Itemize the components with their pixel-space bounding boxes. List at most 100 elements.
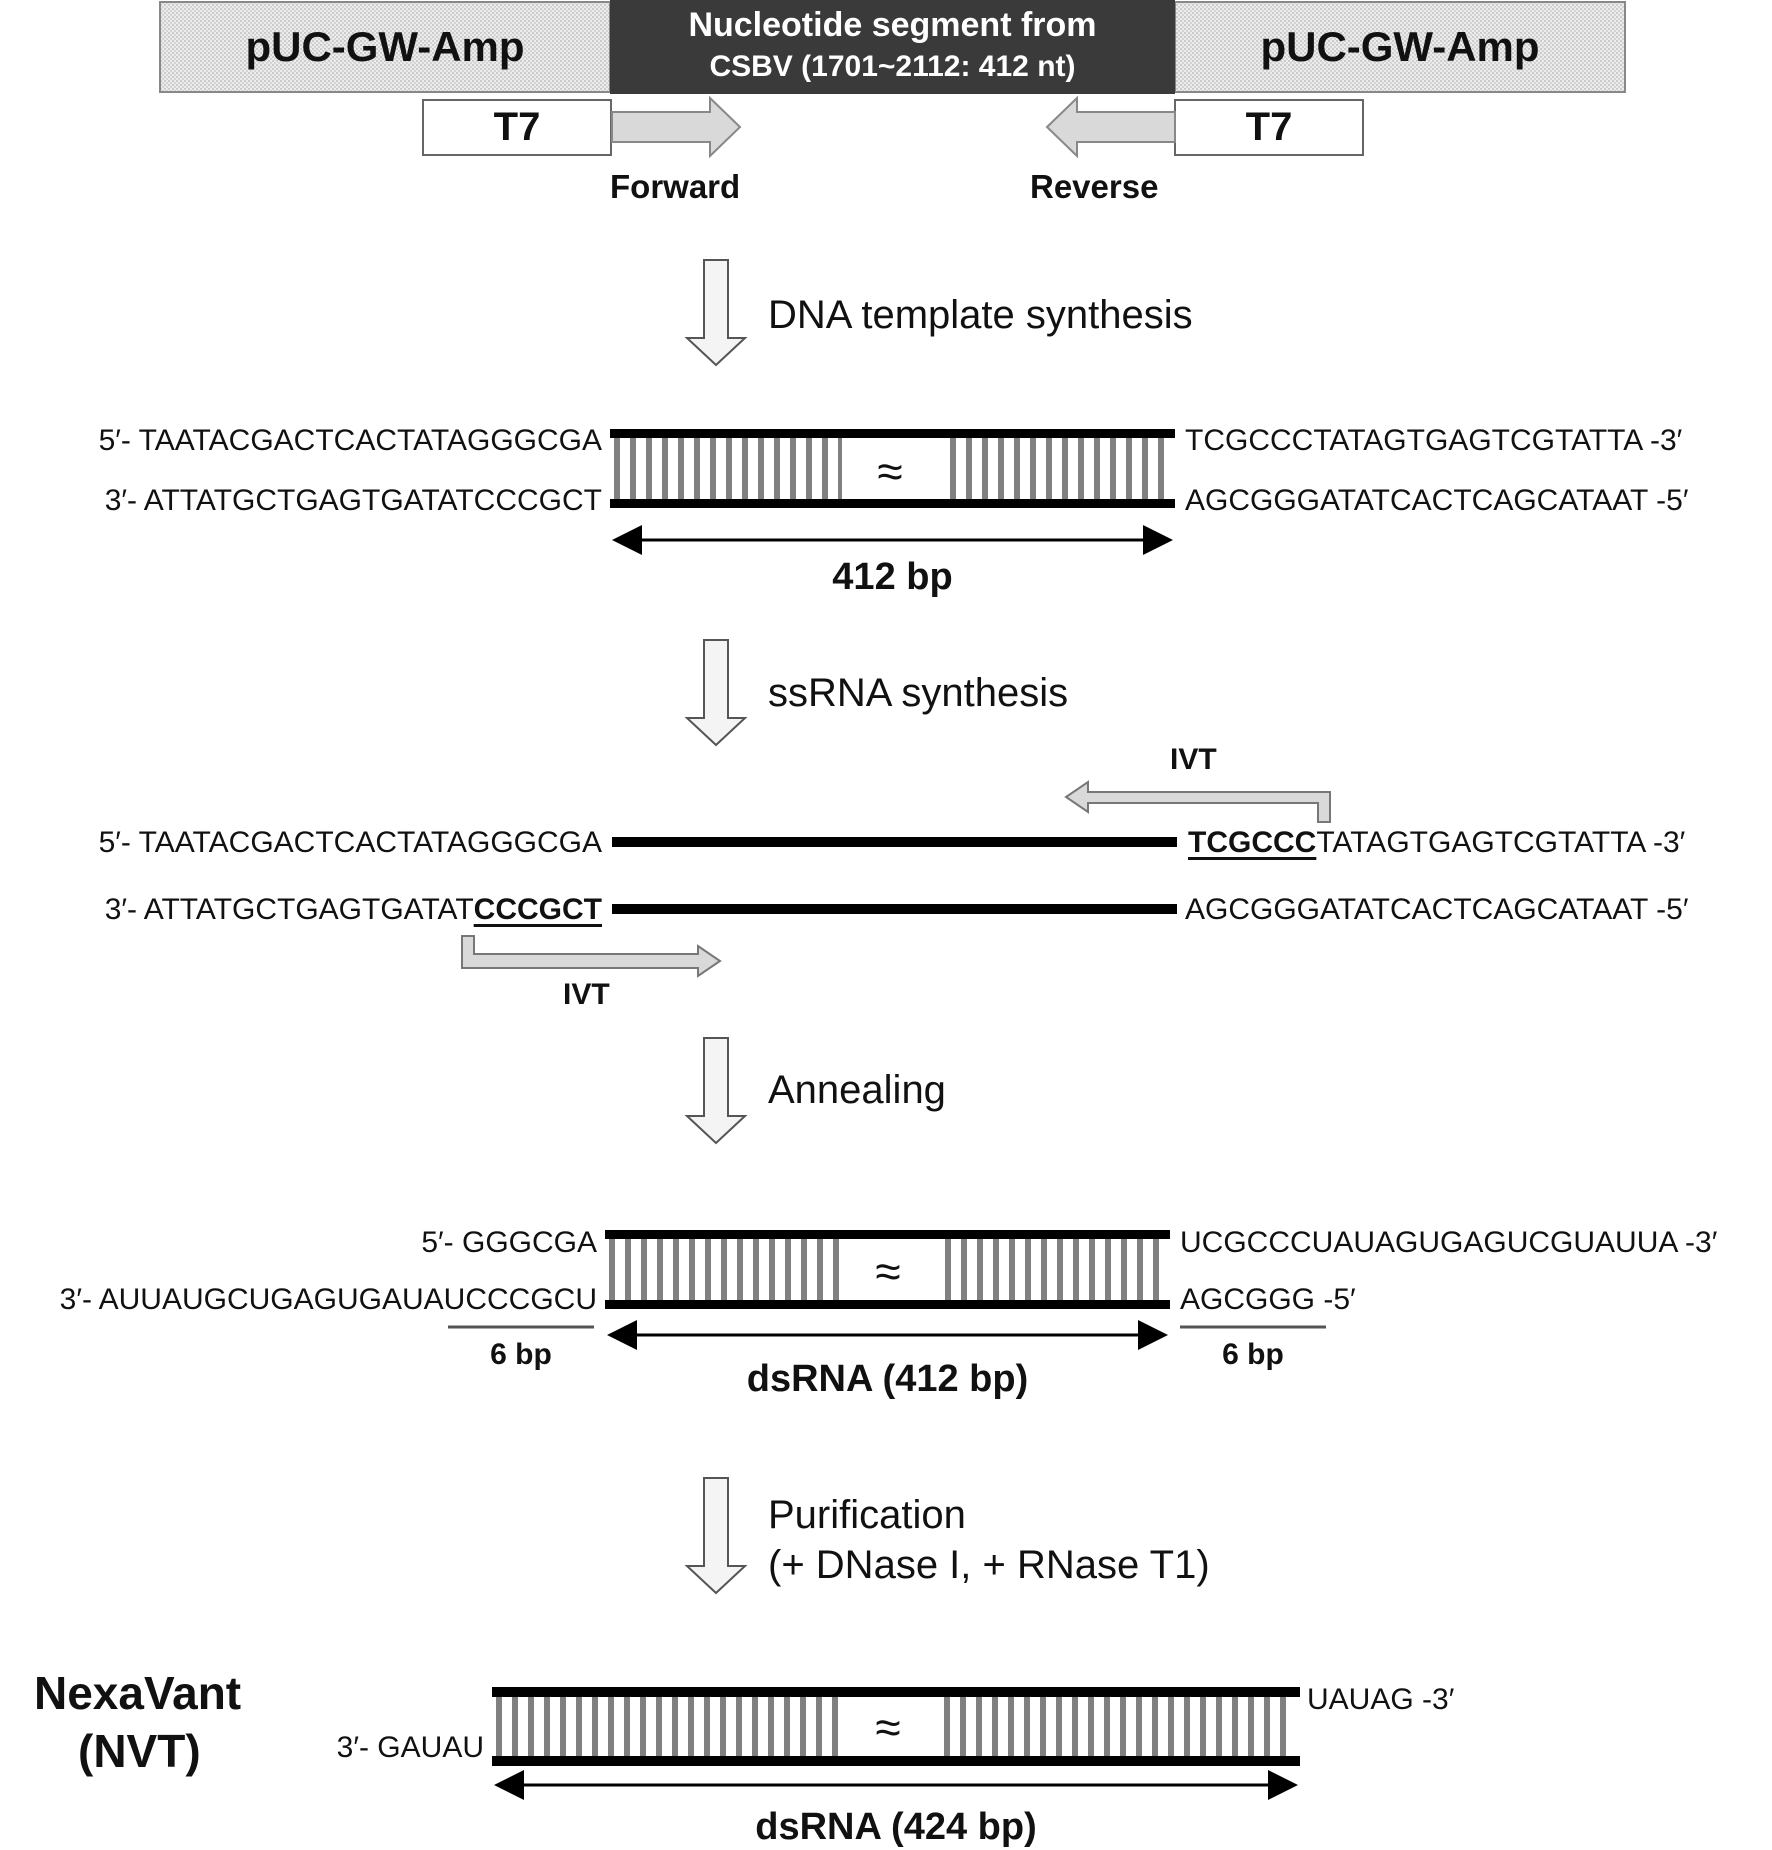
base-pair-rung <box>758 438 764 499</box>
base-pair-rung <box>982 438 988 499</box>
base-pair-rung <box>785 1239 791 1300</box>
annealed-break-symbol: ≈ <box>875 1245 901 1297</box>
base-pair-rung <box>1152 1697 1158 1756</box>
base-pair-rung <box>784 1697 790 1756</box>
base-pair-rung <box>960 1697 966 1756</box>
base-pair-rung <box>833 1239 839 1300</box>
base-pair-rung <box>752 1697 758 1756</box>
annealed-length-label: dsRNA (412 bp) <box>746 1358 1029 1400</box>
base-pair-rung <box>977 1239 983 1300</box>
base-pair-rung <box>1280 1697 1286 1756</box>
base-pair-rung <box>608 1697 614 1756</box>
step4-arrow <box>684 1477 748 1595</box>
base-pair-rung <box>710 438 716 499</box>
ssrna-bottom-left-plain: 3′- ATTATGCTGAGTGATAT <box>104 893 474 926</box>
vector-left-block <box>159 1 611 93</box>
base-pair-rung <box>673 1239 679 1300</box>
base-pair-rung <box>1184 1697 1190 1756</box>
base-pair-rung <box>592 1697 598 1756</box>
vector-left-label: pUC-GW-Amp <box>245 23 525 70</box>
ssrna-top-left-seq: 5′- TAATACGACTCACTATAGGGCGA <box>98 826 602 859</box>
base-pair-rung <box>817 1239 823 1300</box>
base-pair-rung <box>694 438 700 499</box>
base-pair-rung <box>726 438 732 499</box>
dna-top-right-seq: TCGCCCTATAGTGAGTCGTATTA -3′ <box>1185 424 1683 457</box>
base-pair-rung <box>1094 438 1100 499</box>
base-pair-rung <box>721 1239 727 1300</box>
base-pair-rung <box>641 1239 647 1300</box>
base-pair-rung <box>976 1697 982 1756</box>
reverse-label: Reverse <box>1030 168 1159 205</box>
ivt-top-label: IVT <box>1170 743 1217 776</box>
base-pair-rung <box>512 1697 518 1756</box>
base-pair-rung <box>992 1697 998 1756</box>
step-purification-enzymes: (+ DNase I, + RNase T1) <box>768 1543 1210 1587</box>
base-pair-rung <box>640 1697 646 1756</box>
base-pair-rung <box>1089 1239 1095 1300</box>
base-pair-rung <box>705 1239 711 1300</box>
final-length-label: dsRNA (424 bp) <box>755 1806 1037 1848</box>
ssrna-top-right-bold: TCGCCC <box>1188 826 1317 859</box>
dna-bottom-left-seq: 3′- ATTATGCTGAGTGATATCCCGCT <box>104 484 602 517</box>
base-pair-rung <box>1142 438 1148 499</box>
base-pair-rung <box>736 1697 742 1756</box>
ssrna-top-right-rest: TATAGTGAGTCGTATTA -3′ <box>1316 826 1686 859</box>
ssrna-bottom-left-bold: CCCGCT <box>473 893 602 926</box>
final-bottom-left-seq: 3′- GAUAU <box>336 1731 484 1764</box>
t7-right-box <box>1174 99 1364 156</box>
base-pair-rung <box>689 1239 695 1300</box>
forward-label: Forward <box>610 168 741 205</box>
ssrna-bottom-right-seq: AGCGGGATATCACTCAGCATAAT -5′ <box>1185 893 1689 926</box>
step-ssrna-synthesis: ssRNA synthesis <box>768 671 1069 715</box>
dna-bottom-right-seq: AGCGGGATATCACTCAGCATAAT -5′ <box>1185 484 1689 517</box>
t7-left-box <box>422 99 612 156</box>
base-pair-rung <box>1030 438 1036 499</box>
base-pair-rung <box>993 1239 999 1300</box>
product-abbrev: (NVT) <box>78 1725 201 1777</box>
vector-right-label: pUC-GW-Amp <box>1260 23 1540 70</box>
base-pair-rung <box>646 438 652 499</box>
ssrna-bottom-left-seq: 3′- ATTATGCTGAGTGATATCCCGCT <box>105 895 602 925</box>
base-pair-rung <box>609 1239 615 1300</box>
base-pair-rung <box>945 1239 951 1300</box>
ssrna-strands <box>461 780 1331 978</box>
base-pair-rung <box>774 438 780 499</box>
base-pair-rung <box>672 1697 678 1756</box>
base-pair-rung <box>1041 1239 1047 1300</box>
base-pair-rung <box>1073 1239 1079 1300</box>
dna-break-symbol: ≈ <box>877 445 903 497</box>
insert-block <box>610 0 1175 94</box>
reverse-primer-arrow <box>1045 95 1176 159</box>
base-pair-rung <box>1078 438 1084 499</box>
base-pair-rung <box>1008 1697 1014 1756</box>
base-pair-rung <box>801 1239 807 1300</box>
base-pair-rung <box>800 1697 806 1756</box>
base-pair-rung <box>816 1697 822 1756</box>
final-duplex <box>492 1687 1300 1800</box>
base-pair-rung <box>1105 1239 1111 1300</box>
base-pair-rung <box>806 438 812 499</box>
base-pair-rung <box>544 1697 550 1756</box>
base-pair-rung <box>1216 1697 1222 1756</box>
final-top-right-seq: UAUAG -3′ <box>1307 1683 1455 1716</box>
base-pair-rung <box>1136 1697 1142 1756</box>
base-pair-rung <box>1025 1239 1031 1300</box>
base-pair-rung <box>1200 1697 1206 1756</box>
base-pair-rung <box>1057 1239 1063 1300</box>
base-pair-rung <box>832 1697 838 1756</box>
base-pair-rung <box>768 1697 774 1756</box>
base-pair-rung <box>657 1239 663 1300</box>
base-pair-rung <box>1040 1697 1046 1756</box>
annealed-top-left-seq: 5′- GGGCGA <box>421 1226 597 1259</box>
base-pair-rung <box>625 1239 631 1300</box>
base-pair-rung <box>1264 1697 1270 1756</box>
dna-top-left-seq: 5′- TAATACGACTCACTATAGGGCGA <box>98 424 602 457</box>
base-pair-rung <box>1088 1697 1094 1756</box>
overhang-left-label: 6 bp <box>490 1338 552 1371</box>
base-pair-rung <box>688 1697 694 1756</box>
base-pair-rung <box>1168 1697 1174 1756</box>
base-pair-rung <box>1121 1239 1127 1300</box>
dna-length-label: 412 bp <box>832 556 953 598</box>
base-pair-rung <box>1248 1697 1254 1756</box>
